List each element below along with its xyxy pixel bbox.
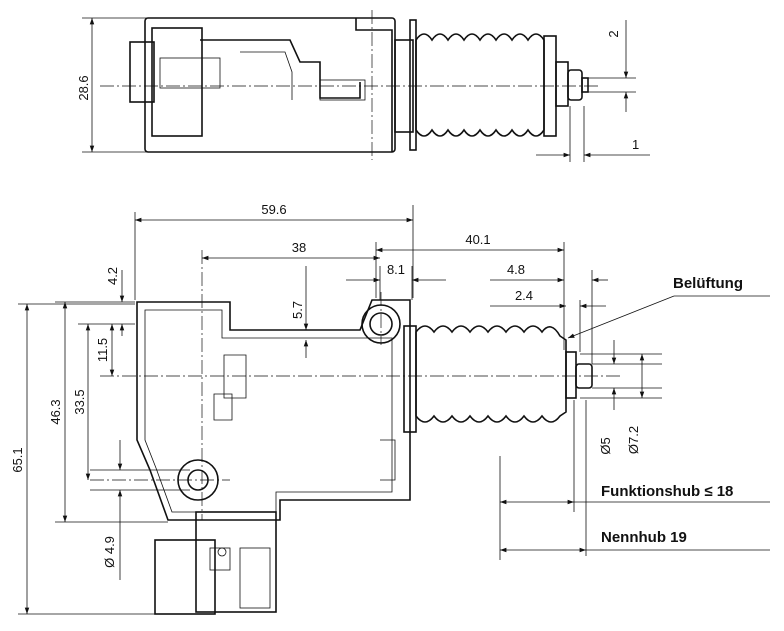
- callout-belueftung: Belüftung: [567, 275, 770, 339]
- bellows: [403, 325, 567, 433]
- dim-label-11-5: 11.5: [95, 338, 110, 362]
- dimension-dia-4-9: Ø 4.9: [90, 440, 190, 580]
- label-belueftung: Belüftung: [673, 275, 743, 292]
- dimension-38: 38: [202, 240, 380, 261]
- front-view: 59.6 40.1 38 8.1 4.8: [10, 202, 770, 615]
- dim-label-33-5: 33.5: [72, 389, 87, 414]
- dim-label-dia-7-2: Ø7.2: [626, 426, 641, 454]
- dimension-28-6: 28.6: [76, 17, 150, 153]
- housing: [136, 299, 411, 521]
- dim-label-1: 1: [632, 137, 639, 152]
- dimension-33-5: 33.5: [72, 323, 135, 480]
- dimension-dia-7-2: Ø7.2: [580, 353, 662, 454]
- dimension-4-2: 4.2: [105, 267, 125, 336]
- dimension-11-5: 11.5: [95, 324, 115, 376]
- dim-label-46-3: 46.3: [48, 399, 63, 424]
- top-view: 28.6 2 1: [76, 10, 650, 162]
- dimension-59-6: 59.6: [134, 202, 414, 300]
- dimension-40-1: 40.1: [375, 232, 565, 350]
- dim-label-28-6: 28.6: [76, 75, 91, 100]
- dim-label-2: 2: [606, 30, 621, 37]
- dim-label-2-4: 2.4: [515, 288, 533, 303]
- dim-label-59-6: 59.6: [261, 202, 286, 217]
- top-view-housing: [129, 17, 417, 153]
- dim-label-40-1: 40.1: [465, 232, 490, 247]
- plunger: [565, 351, 593, 399]
- dimension-65-1: 65.1: [10, 303, 155, 615]
- dimension-46-3: 46.3: [48, 301, 168, 523]
- dimension-5-7: 5.7: [290, 266, 309, 358]
- dimension-4-8: 4.8: [490, 262, 608, 364]
- dim-label-4-8: 4.8: [507, 262, 525, 277]
- dimension-1: 1: [536, 106, 650, 162]
- connector: [154, 511, 277, 615]
- label-functional-stroke: Funktionshub ≤ 18: [601, 483, 733, 500]
- dimension-nominal-stroke: Nennhub 19: [500, 400, 770, 556]
- dimension-2: 2: [588, 20, 636, 112]
- dimension-dia-5: Ø5: [592, 340, 662, 455]
- dimension-2-4: 2.4: [490, 288, 606, 352]
- dimension-8-1: 8.1: [346, 262, 446, 300]
- dim-label-8-1: 8.1: [387, 262, 405, 277]
- dim-label-dia-5: Ø5: [598, 437, 613, 454]
- dim-label-4-2: 4.2: [105, 267, 120, 285]
- dim-label-65-1: 65.1: [10, 447, 25, 472]
- dimension-functional-stroke: Funktionshub ≤ 18: [499, 400, 770, 560]
- dim-label-38: 38: [292, 240, 306, 255]
- label-nominal-stroke: Nennhub 19: [601, 529, 687, 546]
- dim-label-5-7: 5.7: [290, 301, 305, 319]
- dim-label-dia-4-9: Ø 4.9: [102, 536, 117, 568]
- top-view-bellows: [415, 33, 589, 137]
